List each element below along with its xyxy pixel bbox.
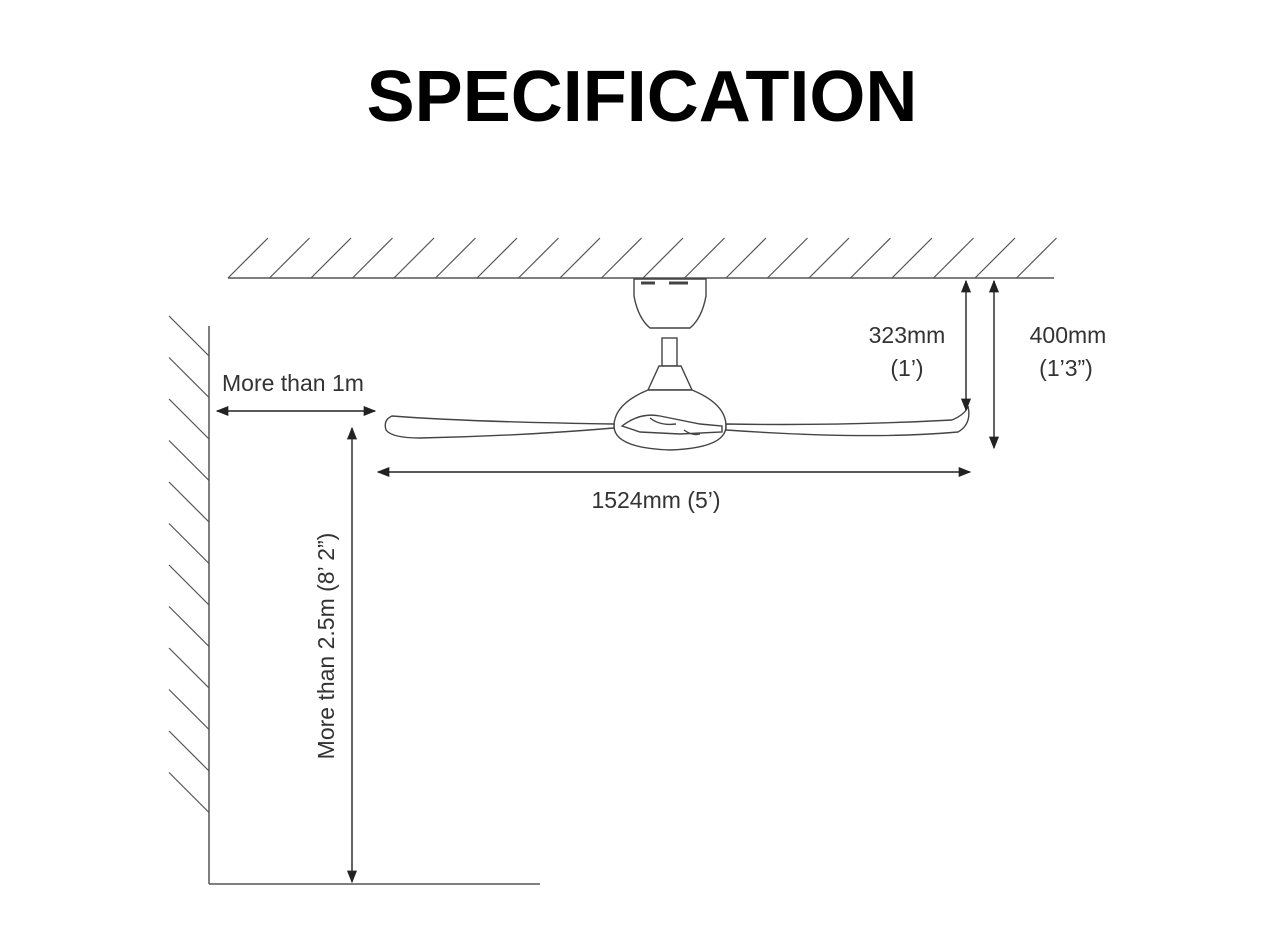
- fan-height-long-metric: 400mm: [1030, 322, 1107, 348]
- hatch-line: [168, 564, 210, 606]
- hatch-line: [168, 315, 210, 357]
- ceiling-fan: [384, 278, 970, 451]
- fan-height-short-imperial: (1’): [890, 355, 923, 381]
- hatch-line: [559, 237, 601, 279]
- blade-span-label: 1524mm (5’): [591, 487, 720, 513]
- hatch-line: [168, 772, 210, 813]
- floor-clearance-label: More than 2.5m (8’ 2”): [313, 533, 339, 760]
- fan-height-short-metric: 323mm: [869, 322, 946, 348]
- fan-bracket-detail: [683, 429, 701, 436]
- hatch-line: [227, 237, 269, 279]
- hatch-line: [168, 606, 210, 647]
- hatch-line: [808, 237, 850, 279]
- ceiling: [227, 237, 1057, 279]
- hatch-line: [518, 237, 559, 279]
- hatch-line: [435, 237, 476, 279]
- wall: [168, 315, 210, 884]
- hatch-line: [168, 730, 210, 772]
- hatch-line: [767, 237, 808, 279]
- fan-downrod: [661, 337, 678, 367]
- fan-blade-left: [384, 415, 615, 439]
- hatch-line: [933, 237, 974, 279]
- hatch-line: [352, 237, 393, 279]
- wall-clearance-label: More than 1m: [222, 370, 364, 396]
- hatch-line: [168, 398, 210, 440]
- hatch-line: [393, 237, 435, 279]
- page-title: SPECIFICATION: [367, 57, 918, 137]
- hatch-line: [168, 689, 210, 730]
- hatch-line: [168, 647, 210, 689]
- hatch-line: [168, 481, 210, 523]
- hatch-line: [891, 237, 933, 279]
- hatch-line: [684, 237, 725, 279]
- hatch-line: [168, 357, 210, 398]
- fan-motor-top: [646, 365, 694, 391]
- fan-blade-right: [725, 405, 970, 437]
- hatch-line: [725, 237, 767, 279]
- hatch-line: [168, 440, 210, 481]
- hatch-line: [601, 237, 642, 279]
- hatch-line: [850, 237, 891, 279]
- hatch-line: [310, 237, 352, 279]
- fan-canopy: [633, 278, 707, 329]
- fan-bracket-detail: [649, 417, 677, 426]
- hatch-line: [1016, 237, 1057, 279]
- hatch-line: [476, 237, 518, 279]
- hatch-line: [168, 523, 210, 564]
- ceiling-hatch: [227, 237, 1057, 279]
- fan-height-long-imperial: (1’3”): [1039, 355, 1093, 381]
- hatch-line: [642, 237, 684, 279]
- hatch-line: [974, 237, 1016, 279]
- hatch-line: [269, 237, 310, 279]
- wall-hatch: [168, 315, 210, 813]
